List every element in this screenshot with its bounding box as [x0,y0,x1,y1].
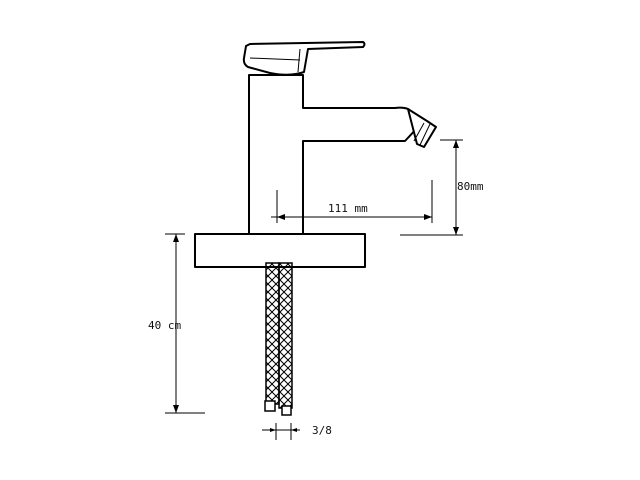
faucet-body [248,74,420,236]
base-plate [194,233,366,268]
hose-length-label: 40 cm [148,319,181,332]
spout-length-label: 111 mm [328,202,368,215]
spout-height-dimension: 80mm [400,139,484,236]
hose-connector-label: 3/8 [312,424,332,437]
supply-hose-left [264,262,280,412]
hose-length-dimension: 40 cm [148,233,205,414]
spout-aerator [407,108,437,148]
spout-length-dimension: 111 mm [271,180,433,223]
spout-height-label: 80mm [457,180,484,193]
hose-connector-dimension: 3/8 [262,423,332,440]
supply-hose-right [278,262,293,416]
lever-handle [242,41,366,76]
